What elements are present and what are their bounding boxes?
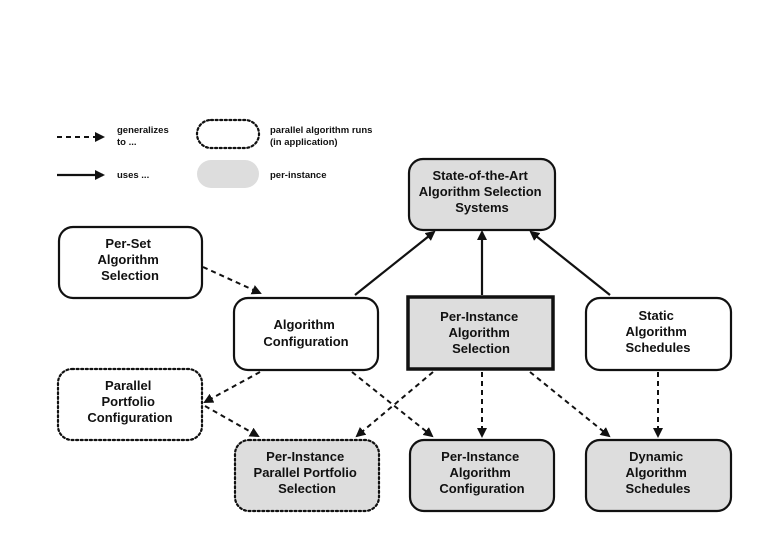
node-sota-box bbox=[407, 157, 557, 232]
legend: generalizes to ... uses ... parallel alg… bbox=[57, 118, 375, 188]
node-static-sched: Static Algorithm Schedules bbox=[584, 296, 733, 372]
node-pi-alg-sel-label: Per-Instance Algorithm Selection bbox=[440, 309, 522, 356]
node-alg-config-line-1: Algorithm bbox=[273, 317, 334, 332]
legend-uses-label: uses ... bbox=[117, 170, 149, 181]
node-sota-line-3: Systems bbox=[455, 200, 508, 215]
node-pi-alg-config-line-3: Configuration bbox=[439, 481, 524, 496]
node-dyn-sched-line-3: Schedules bbox=[625, 481, 690, 496]
edges bbox=[202, 230, 663, 438]
node-pi-alg-config-box bbox=[408, 438, 556, 513]
node-per-set-line-2: Algorithm bbox=[97, 252, 158, 267]
node-par-portfolio-line-2: Portfolio bbox=[101, 394, 154, 409]
legend-per-instance-swatch bbox=[197, 160, 259, 188]
legend-generalizes-line-1: generalizes bbox=[117, 125, 169, 136]
node-static-sched-line-3: Schedules bbox=[625, 340, 690, 355]
node-static-sched-box bbox=[584, 296, 733, 372]
node-static-sched-line-2: Algorithm bbox=[625, 324, 686, 339]
node-pi-par-portfolio-line-3: Selection bbox=[278, 481, 336, 496]
node-pi-alg-sel-line-1: Per-Instance bbox=[440, 309, 518, 324]
edge-alg-config-to-sota bbox=[354, 230, 436, 296]
legend-parallel-line-1: parallel algorithm runs bbox=[270, 125, 372, 136]
node-static-sched-label: Static Algorithm Schedules bbox=[625, 308, 690, 355]
legend-per-instance-label: per-instance bbox=[270, 170, 327, 181]
node-sota-line-2: Algorithm Selection bbox=[419, 184, 542, 199]
legend-parallel-swatch bbox=[195, 118, 261, 150]
edge-pi-alg-sel-to-dyn-sched bbox=[529, 371, 611, 438]
node-alg-config-line-2: Configuration bbox=[263, 334, 348, 349]
legend-generalizes-line-2: to ... bbox=[117, 137, 137, 148]
node-par-portfolio-line-3: Configuration bbox=[87, 410, 172, 425]
legend-uses-line-1: uses ... bbox=[117, 170, 149, 181]
node-per-set-line-1: Per-Set bbox=[105, 236, 151, 251]
node-dyn-sched: Dynamic Algorithm Schedules bbox=[584, 438, 733, 513]
node-pi-par-portfolio-line-2: Parallel Portfolio bbox=[254, 465, 357, 480]
node-pi-alg-sel: Per-Instance Algorithm Selection bbox=[406, 295, 555, 371]
node-pi-alg-config-line-2: Algorithm bbox=[449, 465, 510, 480]
node-per-set: Per-Set Algorithm Selection bbox=[57, 225, 204, 300]
node-alg-config: Algorithm Configuration bbox=[232, 296, 380, 372]
node-dyn-sched-label: Dynamic Algorithm Schedules bbox=[625, 449, 690, 496]
edge-static-sched-to-sota bbox=[529, 230, 611, 296]
node-par-portfolio-label: Parallel Portfolio Configuration bbox=[87, 378, 172, 425]
node-pi-alg-sel-line-2: Algorithm bbox=[448, 325, 509, 340]
legend-parallel-label: parallel algorithm runs (in application) bbox=[270, 125, 375, 148]
node-pi-alg-sel-box bbox=[406, 295, 555, 371]
node-par-portfolio-line-1: Parallel bbox=[105, 378, 151, 393]
node-dyn-sched-line-1: Dynamic bbox=[629, 449, 683, 464]
node-dyn-sched-box bbox=[584, 438, 733, 513]
node-sota: State-of-the-Art Algorithm Selection Sys… bbox=[407, 157, 557, 232]
node-per-set-box bbox=[57, 225, 204, 300]
node-per-set-label: Per-Set Algorithm Selection bbox=[97, 236, 162, 283]
edge-per-set-to-alg-config bbox=[202, 266, 262, 295]
node-pi-par-portfolio-label: Per-Instance Parallel Portfolio Selectio… bbox=[254, 449, 361, 496]
edge-par-portfolio-to-pi-par-portfolio bbox=[204, 405, 260, 437]
edge-pi-alg-sel-to-pi-par-portfolio bbox=[355, 371, 434, 438]
node-pi-par-portfolio: Per-Instance Parallel Portfolio Selectio… bbox=[233, 438, 381, 513]
node-par-portfolio: Parallel Portfolio Configuration bbox=[56, 367, 204, 442]
edge-alg-config-to-pi-alg-config bbox=[351, 371, 434, 438]
legend-per-instance-line-1: per-instance bbox=[270, 170, 327, 181]
node-pi-alg-config: Per-Instance Algorithm Configuration bbox=[408, 438, 556, 513]
node-per-set-line-3: Selection bbox=[101, 268, 159, 283]
node-alg-config-label: Algorithm Configuration bbox=[263, 317, 348, 349]
node-pi-alg-config-line-1: Per-Instance bbox=[441, 449, 519, 464]
node-pi-par-portfolio-line-1: Per-Instance bbox=[266, 449, 344, 464]
legend-generalizes-label: generalizes to ... bbox=[117, 125, 171, 148]
node-static-sched-line-1: Static bbox=[638, 308, 673, 323]
node-pi-par-portfolio-box bbox=[233, 438, 381, 513]
node-sota-label: State-of-the-Art Algorithm Selection Sys… bbox=[419, 168, 545, 215]
node-par-portfolio-box bbox=[56, 367, 204, 442]
legend-parallel-line-2: (in application) bbox=[270, 137, 338, 148]
node-dyn-sched-line-2: Algorithm bbox=[625, 465, 686, 480]
node-pi-alg-config-label: Per-Instance Algorithm Configuration bbox=[439, 449, 524, 496]
edge-alg-config-to-par-portfolio bbox=[203, 371, 261, 403]
node-sota-line-1: State-of-the-Art bbox=[433, 168, 529, 183]
node-pi-alg-sel-line-3: Selection bbox=[452, 341, 510, 356]
node-alg-config-box bbox=[232, 296, 380, 372]
